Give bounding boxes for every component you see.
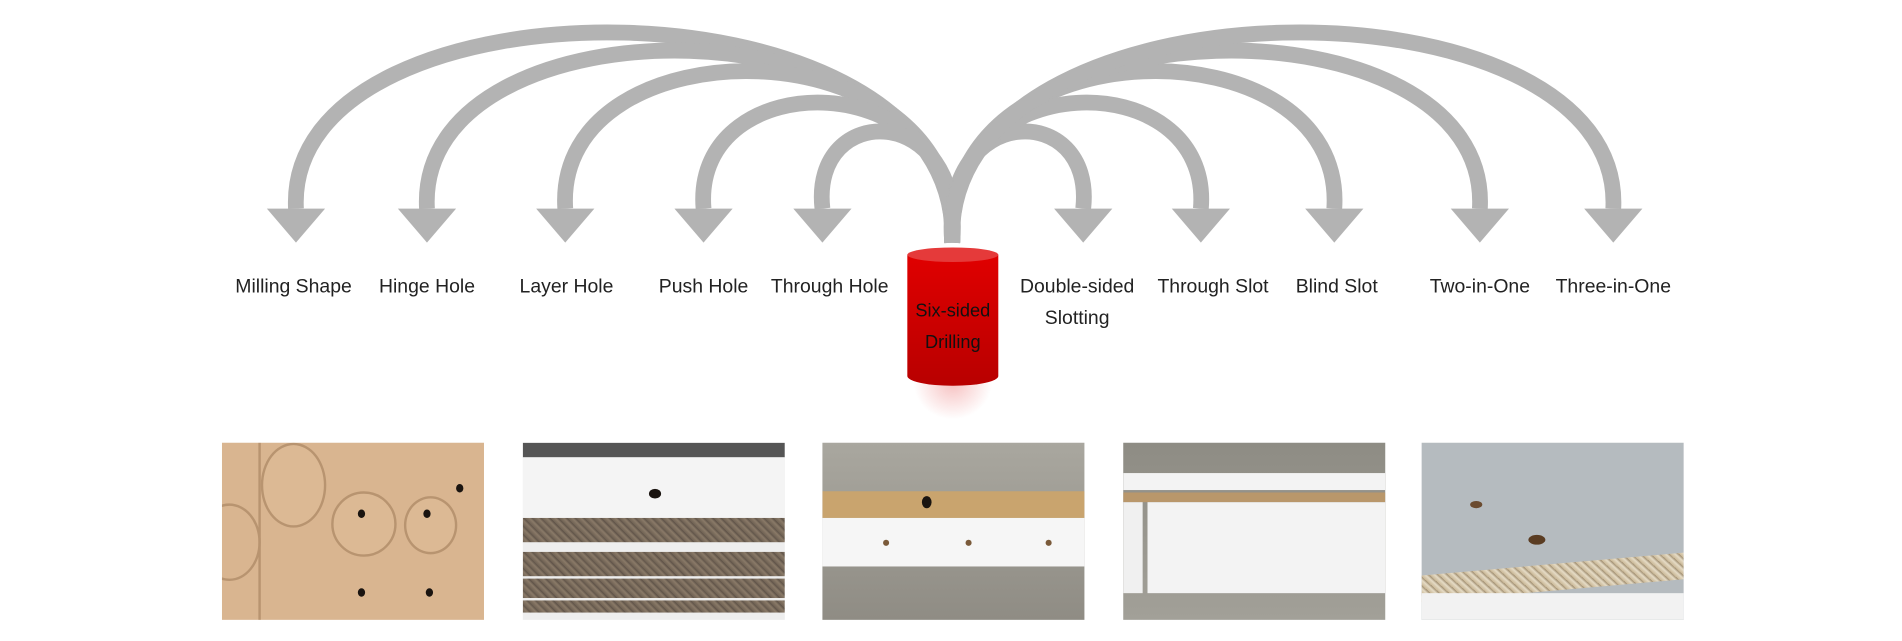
arrowhead-icon [536, 208, 595, 243]
arrowhead-icon [1054, 208, 1113, 243]
arrowhead-icon [266, 208, 326, 243]
arrowhead-icon [1584, 208, 1643, 243]
arrowhead-icon [1305, 208, 1364, 243]
label-milling-shape: Milling Shape [235, 276, 352, 298]
six-sided-drilling-cylinder: Six-sided Drilling [907, 247, 999, 420]
label-hinge-hole: Hinge Hole [378, 276, 475, 298]
label-double-sided-line2: Slotting [1044, 308, 1110, 329]
photo-hinge-hole [522, 442, 785, 620]
arrowhead-icon [397, 208, 457, 243]
arrowhead-icon [793, 208, 852, 243]
label-double-sided-slotting: Double-sided Slotting [1020, 272, 1134, 335]
photo-blind-slot [1421, 442, 1684, 620]
arrowhead-icon [1171, 208, 1230, 243]
photo-layer-hole [822, 442, 1085, 620]
label-through-hole: Through Hole [770, 276, 889, 298]
label-double-sided-line1: Double-sided [1019, 276, 1135, 298]
arrowhead-icon [1450, 208, 1509, 243]
label-blind-slot: Blind Slot [1295, 276, 1378, 298]
arrow-blind-slot [944, 63, 1364, 244]
arrow-through-hole [793, 123, 961, 244]
arrow-layer-hole [536, 63, 961, 244]
photo-through-slot [1123, 442, 1386, 620]
label-two-in-one: Two-in-One [1429, 276, 1531, 298]
center-line1: Six-sided [915, 300, 991, 322]
center-line2: Drilling [925, 332, 981, 353]
label-through-slot: Through Slot [1157, 276, 1269, 298]
photo-milling-shape [221, 442, 484, 620]
label-layer-hole: Layer Hole [519, 276, 614, 298]
arrowhead-icon [674, 208, 733, 243]
label-three-in-one: Three-in-One [1555, 276, 1672, 298]
arrow-three-in-one [944, 24, 1643, 243]
label-push-hole: Push Hole [658, 276, 749, 298]
